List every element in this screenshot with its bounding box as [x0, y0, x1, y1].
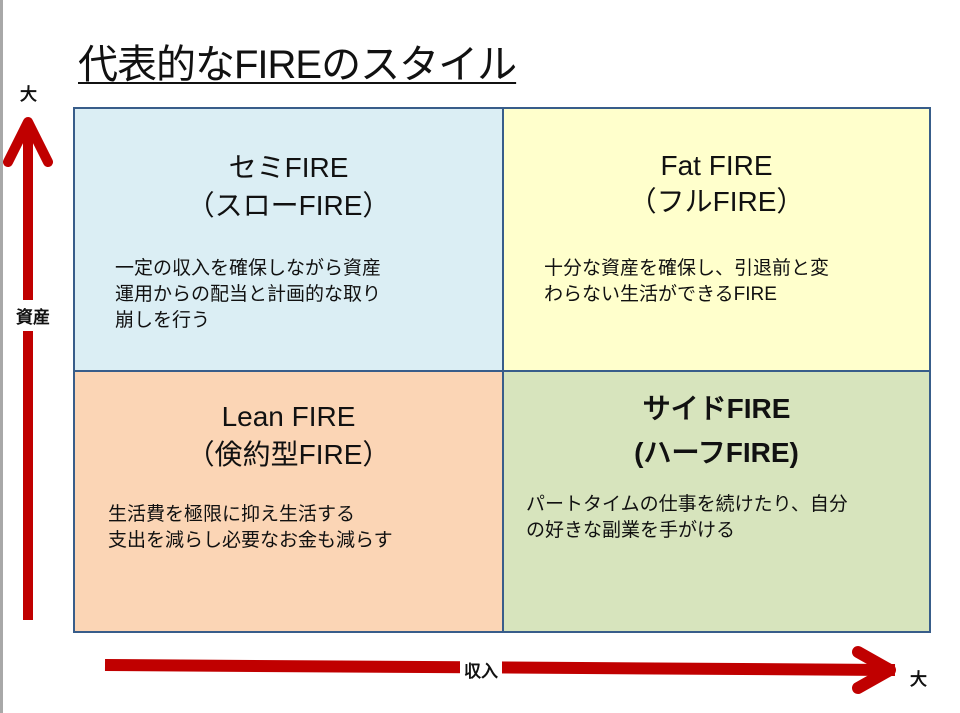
desc-line: 一定の収入を確保しながら資産	[115, 258, 382, 279]
quadrant-fat-fire: Fat FIRE （フルFIRE） 十分な資産を確保し、引退前と変 わらない生活…	[504, 109, 929, 372]
quadrant-title: セミFIRE	[228, 152, 349, 183]
desc-line: 崩しを行う	[115, 310, 211, 331]
quadrant-subtitle: （倹約型FIRE）	[186, 439, 391, 470]
page-title: 代表的なFIREのスタイル	[78, 43, 517, 87]
quadrant-subtitle: （フルFIRE）	[628, 186, 805, 217]
y-axis-arrow-head	[3, 117, 53, 167]
desc-line: 十分な資産を確保し、引退前と変	[544, 258, 830, 279]
x-axis-arrow-head	[852, 646, 896, 694]
desc-line: パートタイムの仕事を続けたり、自分	[526, 494, 848, 515]
slide-edge	[0, 0, 3, 713]
quadrant-description: パートタイムの仕事を続けたり、自分 の好きな副業を手がける	[526, 492, 848, 544]
quadrant-subtitle: （スローFIRE）	[186, 190, 391, 221]
quadrant-title: Fat FIRE	[660, 150, 773, 181]
quadrant-description: 十分な資産を確保し、引退前と変 わらない生活ができるFIRE	[544, 256, 829, 308]
desc-line: 支出を減らし必要なお金も減らす	[108, 530, 393, 551]
x-axis-max-label: 大	[910, 670, 927, 689]
quadrant-title: Lean FIRE	[221, 401, 356, 432]
fire-matrix: セミFIRE （スローFIRE） 一定の収入を確保しながら資産 運用からの配当と…	[73, 107, 931, 633]
quadrant-lean-fire: Lean FIRE （倹約型FIRE） 生活費を極限に抑え生活する 支出を減らし…	[75, 372, 504, 631]
quadrant-description: 一定の収入を確保しながら資産 運用からの配当と計画的な取り 崩しを行う	[115, 256, 381, 334]
quadrant-title: サイドFIRE	[642, 393, 791, 424]
desc-line: わらない生活ができるFIRE	[544, 284, 777, 305]
x-axis-label: 収入	[460, 657, 502, 682]
desc-line: 運用からの配当と計画的な取り	[115, 284, 382, 305]
quadrant-semi-fire: セミFIRE （スローFIRE） 一定の収入を確保しながら資産 運用からの配当と…	[75, 109, 504, 372]
desc-line: の好きな副業を手がける	[526, 520, 736, 541]
desc-line: 生活費を極限に抑え生活する	[108, 504, 356, 525]
quadrant-description: 生活費を極限に抑え生活する 支出を減らし必要なお金も減らす	[108, 502, 393, 554]
quadrant-side-fire: サイドFIRE (ハーフFIRE) パートタイムの仕事を続けたり、自分 の好きな…	[504, 372, 929, 631]
quadrant-subtitle: (ハーフFIRE)	[634, 437, 799, 468]
y-axis-label: 資産	[14, 300, 52, 331]
y-axis-max-label: 大	[20, 85, 37, 104]
